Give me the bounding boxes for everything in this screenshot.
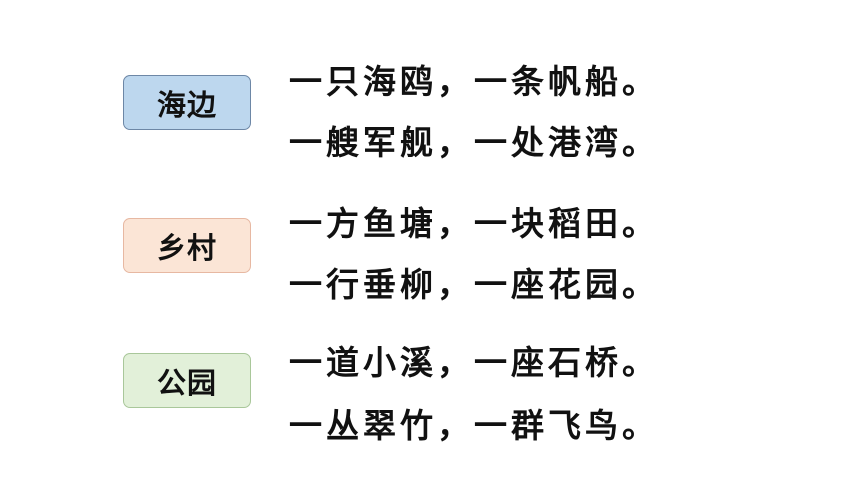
line-gongyuan-1: 一道小溪，一座石桥。 (289, 343, 659, 382)
line-haibian-1: 一只海鸥，一条帆船。 (289, 62, 659, 101)
line-haibian-2: 一艘军舰，一处港湾。 (289, 123, 659, 162)
tag-xiangcun: 乡村 (123, 218, 251, 273)
tag-haibian: 海边 (123, 75, 251, 130)
line-xiangcun-2: 一行垂柳，一座花园。 (289, 265, 659, 304)
line-gongyuan-2: 一丛翠竹，一群飞鸟。 (289, 406, 659, 445)
tag-gongyuan: 公园 (123, 353, 251, 408)
line-xiangcun-1: 一方鱼塘，一块稻田。 (289, 204, 659, 243)
